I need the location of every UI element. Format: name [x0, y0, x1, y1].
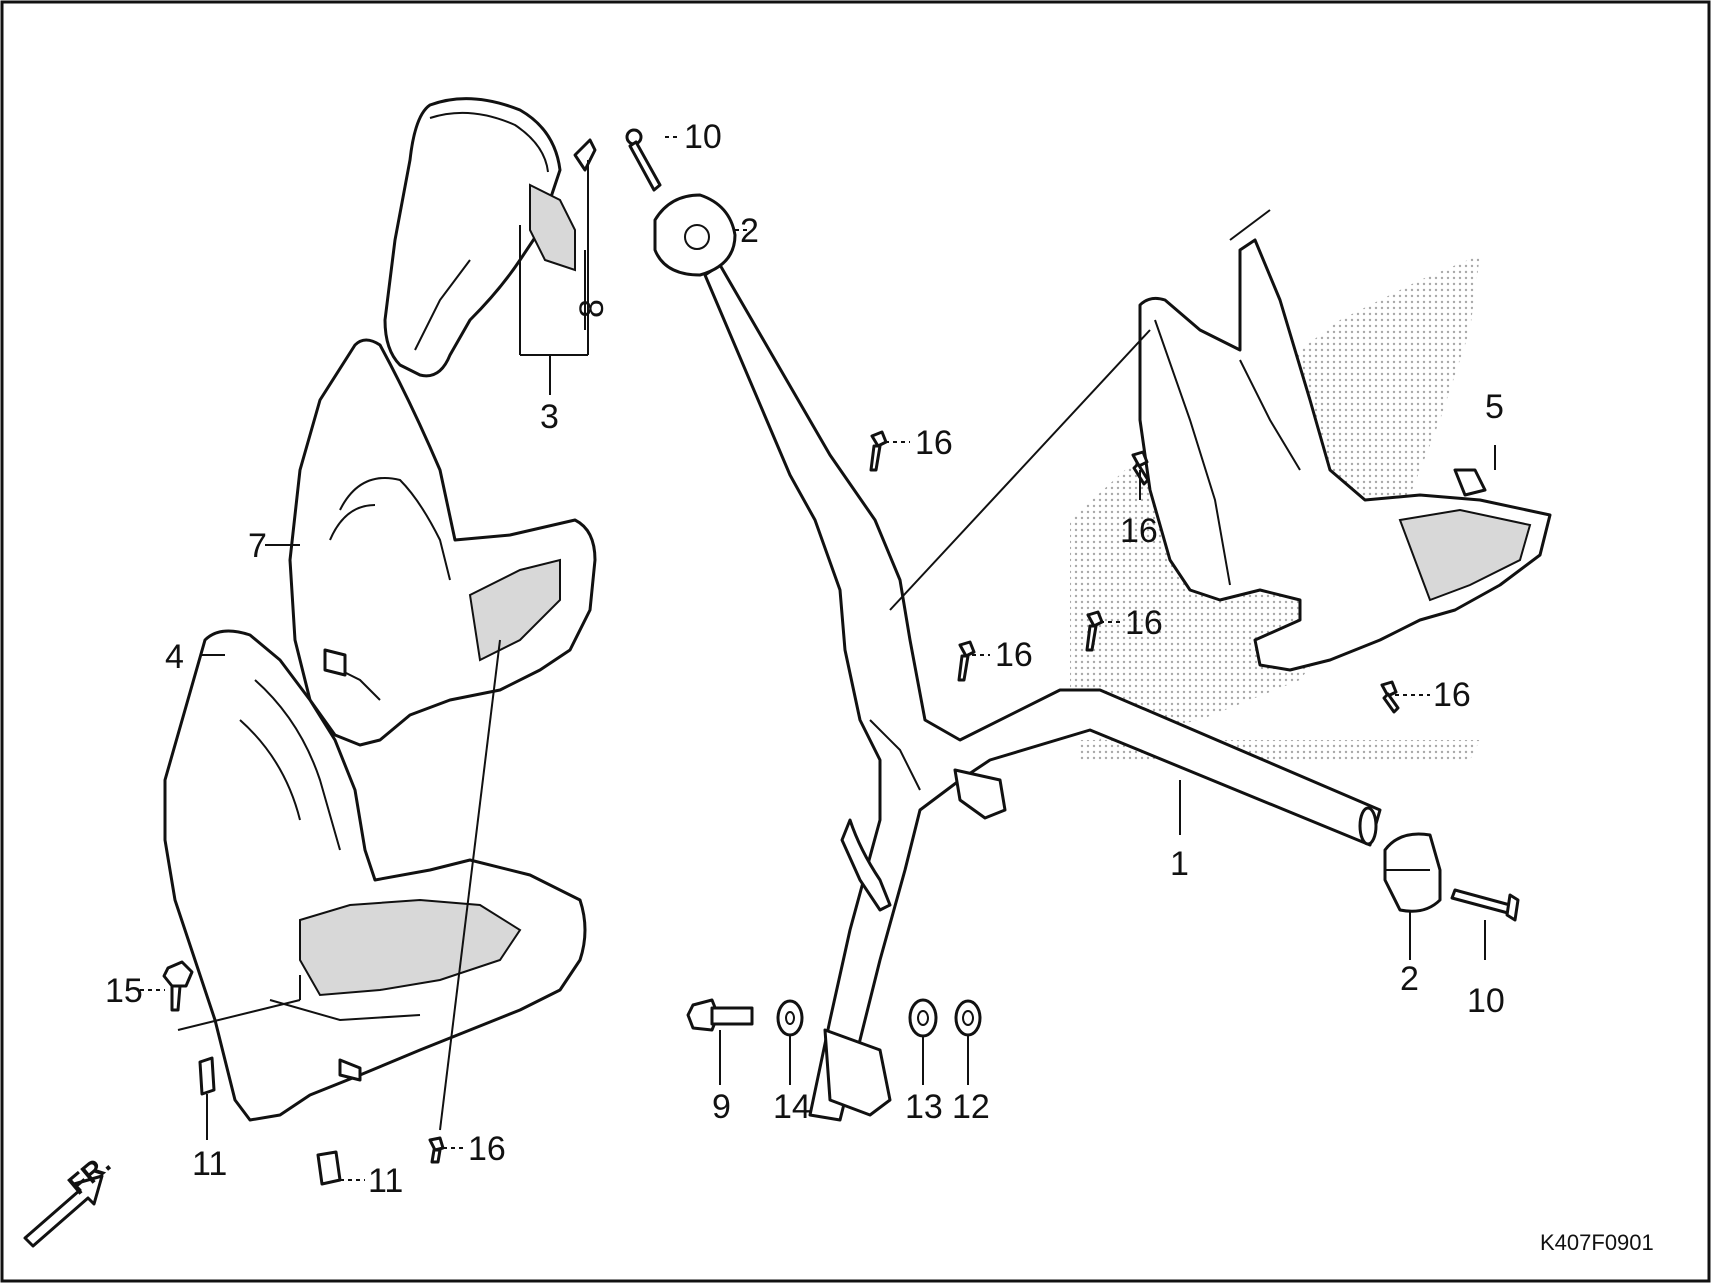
callout-10-upper: 10 — [684, 118, 722, 156]
handlebar-weight-upper — [653, 193, 737, 277]
callout-16-center: 16 — [1125, 604, 1163, 642]
callout-16-upper: 16 — [915, 424, 953, 462]
screw-right — [1450, 888, 1520, 922]
callout-16-middle: 16 — [995, 636, 1033, 674]
callout-10-right: 10 — [1467, 982, 1505, 1020]
callout-16-rear-upper: 16 — [1120, 512, 1158, 550]
screw-upper — [625, 128, 662, 192]
washer-14 — [776, 999, 804, 1037]
screw-16-rear-lower — [1380, 680, 1400, 714]
callout-2-right: 2 — [1400, 960, 1419, 998]
callout-15: 15 — [105, 972, 143, 1010]
bolt-9 — [686, 998, 754, 1032]
screw-16-middle — [957, 640, 976, 682]
leader-lines — [140, 136, 1496, 1181]
callout-11-left: 11 — [192, 1145, 227, 1183]
callout-8: 8 — [573, 299, 611, 318]
callout-14: 14 — [773, 1088, 811, 1126]
callout-11-bottom: 11 — [368, 1162, 403, 1200]
screw-16-lower-left — [428, 1136, 445, 1164]
callout-1: 1 — [1170, 845, 1189, 883]
washer-13 — [908, 998, 938, 1038]
rear-handlebar-cover — [1138, 238, 1552, 672]
callout-13: 13 — [905, 1088, 943, 1126]
front-indicator-label: FR. — [62, 1148, 116, 1201]
handlebar-pipe — [703, 263, 1382, 1122]
handlebar-weight-right — [1383, 832, 1442, 913]
callout-7: 7 — [248, 527, 267, 565]
lower-front-cover — [163, 629, 587, 1122]
bolt-15 — [162, 960, 194, 1012]
upper-handlebar-cover — [383, 97, 597, 378]
clip-11-left — [198, 1056, 216, 1096]
callout-16-rear-lower: 16 — [1433, 676, 1471, 714]
callout-4: 4 — [165, 638, 184, 676]
diagram-code: K407F0901 — [1540, 1230, 1654, 1255]
screw-16-upper — [869, 430, 888, 472]
callout-5: 5 — [1485, 388, 1504, 426]
callout-16-lower-left: 16 — [468, 1130, 506, 1168]
front-direction-arrow-icon — [23, 1174, 104, 1248]
front-cover — [288, 338, 597, 747]
callout-2-upper: 2 — [740, 212, 759, 250]
nut-12 — [954, 999, 982, 1037]
callout-12: 12 — [952, 1088, 990, 1126]
callout-9: 9 — [712, 1088, 731, 1126]
screw-16-center — [1085, 610, 1104, 652]
clip-11-bottom — [316, 1150, 342, 1186]
callout-3: 3 — [540, 398, 559, 436]
